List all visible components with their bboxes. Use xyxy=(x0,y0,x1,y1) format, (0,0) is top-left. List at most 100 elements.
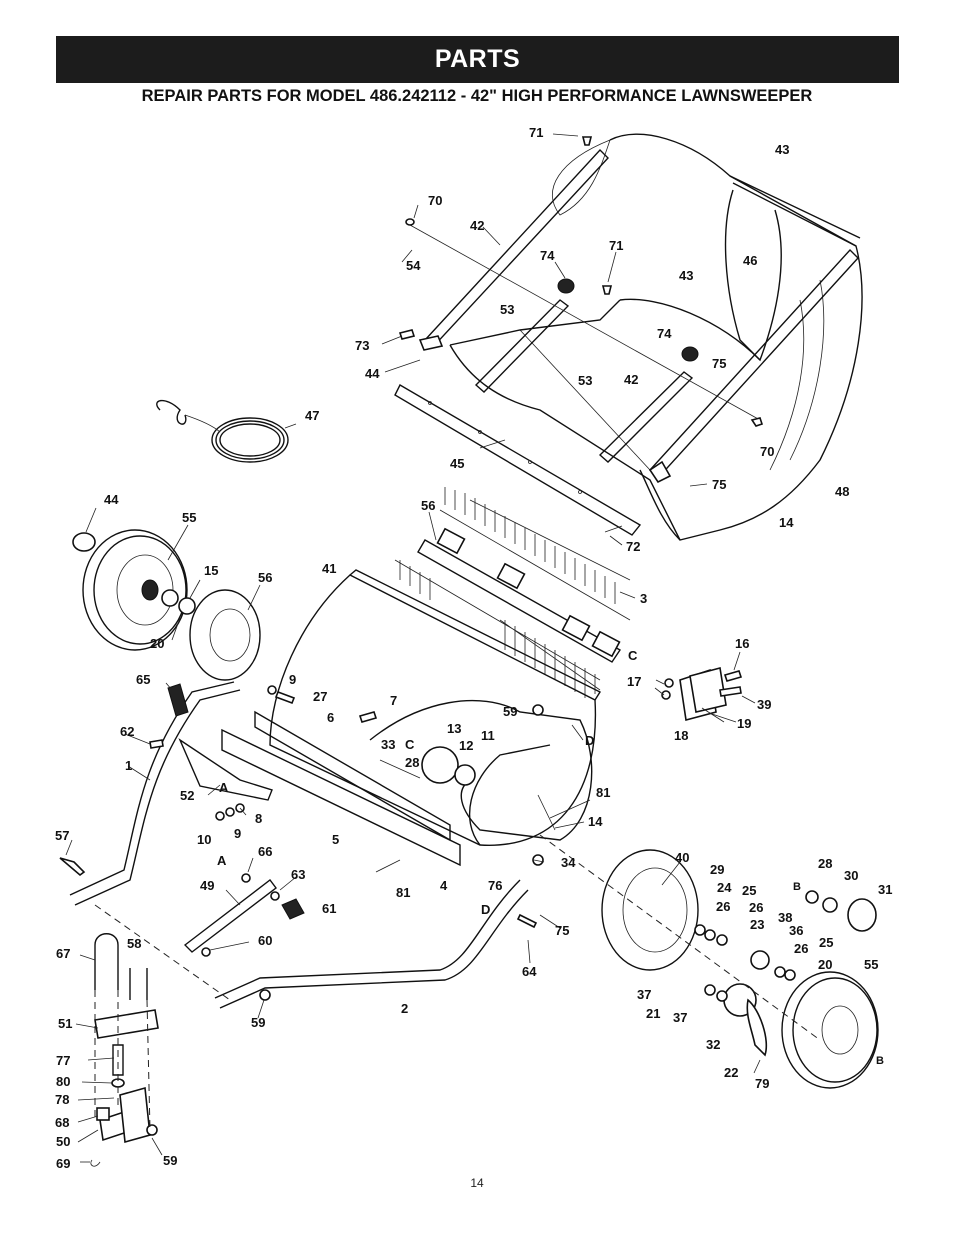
callout-41: 56 xyxy=(258,570,272,585)
callout-71: 71 xyxy=(609,238,623,253)
parts-title-banner: PARTS xyxy=(56,36,899,83)
callout-30: 30 xyxy=(844,868,858,883)
callout-75: 75 xyxy=(555,923,569,938)
callout-20: 20 xyxy=(818,957,832,972)
left-wheel-assembly xyxy=(72,529,261,681)
callout-7: 7 xyxy=(390,693,397,708)
callout-67: 67 xyxy=(56,946,70,961)
callout-21: 21 xyxy=(646,1006,660,1021)
callout-69: 69 xyxy=(56,1156,70,1171)
callout-34: 34 xyxy=(561,855,576,870)
callout-61: 61 xyxy=(322,901,336,916)
callout-43: 43 xyxy=(679,268,693,283)
callout-81: 81 xyxy=(396,885,410,900)
brush-assembly xyxy=(394,487,631,698)
callout-20: 20 xyxy=(150,636,164,651)
callout-labels: 71 43 70 42 54 74 71 43 46 53 74 73 75 4… xyxy=(55,125,892,1171)
callout-9: 9 xyxy=(234,826,241,841)
callout-29: 29 xyxy=(710,862,724,877)
callout-78: 78 xyxy=(55,1092,69,1107)
callout-80: 80 xyxy=(56,1074,70,1089)
page-title: PARTS xyxy=(434,45,521,73)
callout-52: 52 xyxy=(180,788,194,803)
callout-77: 77 xyxy=(56,1053,70,1068)
callout-22: 22 xyxy=(724,1065,738,1080)
callout-23: 23 xyxy=(750,917,764,932)
callout-A: A xyxy=(217,853,227,868)
callout-39: 39 xyxy=(757,697,771,712)
callout-50: 50 xyxy=(56,1134,70,1149)
callout-74: 74 xyxy=(657,326,672,341)
callout-6: 6 xyxy=(327,710,334,725)
callout-62: 62 xyxy=(120,724,134,739)
callout-74: 74 xyxy=(540,248,555,263)
callout-38: 38 xyxy=(778,910,792,925)
callout-5: 5 xyxy=(332,832,339,847)
callout-26: 26 xyxy=(749,900,763,915)
callout-58: 58 xyxy=(127,936,141,951)
callout-24: 24 xyxy=(717,880,732,895)
callout-57: 57 xyxy=(55,828,69,843)
height-adjust-bracket xyxy=(661,666,743,722)
callout-54: 54 xyxy=(406,258,421,273)
callout-2: 2 xyxy=(401,1001,408,1016)
callout-59: 59 xyxy=(251,1015,265,1030)
callout-14: 14 xyxy=(588,814,603,829)
callout-47: 47 xyxy=(305,408,319,423)
callout-68: 68 xyxy=(55,1115,69,1130)
callout-59: 59 xyxy=(503,704,517,719)
callout-60: 60 xyxy=(258,933,272,948)
callout-19: 19 xyxy=(737,716,751,731)
callout-55: 55 xyxy=(864,957,878,972)
callout-81: 81 xyxy=(596,785,610,800)
callout-70: 70 xyxy=(760,444,774,459)
callout-C: C xyxy=(628,648,638,663)
callout-25: 25 xyxy=(742,883,756,898)
callout-56: 44 xyxy=(104,492,119,507)
callout-17: 17 xyxy=(627,674,641,689)
diagram-subtitle: REPAIR PARTS FOR MODEL 486.242112 - 42" … xyxy=(141,87,813,105)
callout-43: 43 xyxy=(775,142,789,157)
callout-11: 11 xyxy=(481,728,495,743)
grass-catcher-hopper xyxy=(394,133,863,541)
callout-26: 26 xyxy=(716,899,730,914)
callout-A: A xyxy=(219,780,229,795)
callout-4: 4 xyxy=(440,878,448,893)
callout-D: D xyxy=(585,733,594,748)
storage-stand-parts xyxy=(90,933,159,1167)
callout-25: 25 xyxy=(819,935,833,950)
cord-coil xyxy=(156,399,289,463)
callout-32: 32 xyxy=(706,1037,720,1052)
callout-42: 42 xyxy=(470,218,484,233)
callout-56: 15 xyxy=(204,563,218,578)
callout-44: 53 xyxy=(578,373,592,388)
callout-16: 16 xyxy=(735,636,749,651)
sweeper-housing xyxy=(269,569,602,846)
callout-53: 53 xyxy=(500,302,514,317)
callout-76: 76 xyxy=(488,878,502,893)
callout-55: 55 xyxy=(182,510,196,525)
callout-28: 28 xyxy=(818,856,832,871)
callout-46: 46 xyxy=(743,253,757,268)
callout-28: 28 xyxy=(405,755,419,770)
callout-64: 64 xyxy=(522,964,537,979)
callout-66: 66 xyxy=(258,844,272,859)
callout-B: B xyxy=(793,881,801,893)
callout-leader-lines xyxy=(65,133,761,1163)
callout-14: 56 xyxy=(421,498,435,513)
callout-79: 79 xyxy=(755,1076,769,1091)
page-number: 14 xyxy=(470,1176,484,1190)
callout-37: 37 xyxy=(673,1010,687,1025)
callout-12: 12 xyxy=(459,738,473,753)
callout-49: 49 xyxy=(200,878,214,893)
callout-65: 65 xyxy=(136,672,150,687)
callout-51: 51 xyxy=(58,1016,72,1031)
callout-37: 37 xyxy=(637,987,651,1002)
callout-B: B xyxy=(876,1055,884,1067)
callout-18: 18 xyxy=(674,728,688,743)
callout-33: 33 xyxy=(381,737,395,752)
callout-59: 59 xyxy=(163,1153,177,1168)
callout-31: 31 xyxy=(878,882,892,897)
callout-13: 13 xyxy=(447,721,461,736)
